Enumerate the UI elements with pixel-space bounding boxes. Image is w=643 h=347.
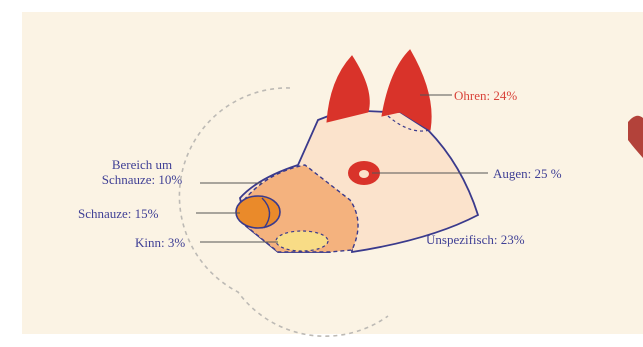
label-bereich-line2: Schnauze: 10%: [92, 172, 192, 187]
label-augen: Augen: 25 %: [493, 166, 562, 181]
label-bereich-um-schnauze: Bereich um Schnauze: 10%: [92, 157, 192, 187]
snout-area: [236, 196, 280, 228]
edge-object: [628, 116, 643, 158]
label-bereich-line1: Bereich um: [92, 157, 192, 172]
label-ohren: Ohren: 24%: [454, 88, 517, 103]
chin-area: [276, 231, 328, 251]
eye-highlight: [359, 170, 369, 178]
label-kinn: Kinn: 3%: [135, 235, 185, 250]
left-ear: [327, 56, 369, 122]
label-unspezifisch: Unspezifisch: 23%: [426, 232, 525, 247]
label-schnauze: Schnauze: 15%: [78, 206, 159, 221]
